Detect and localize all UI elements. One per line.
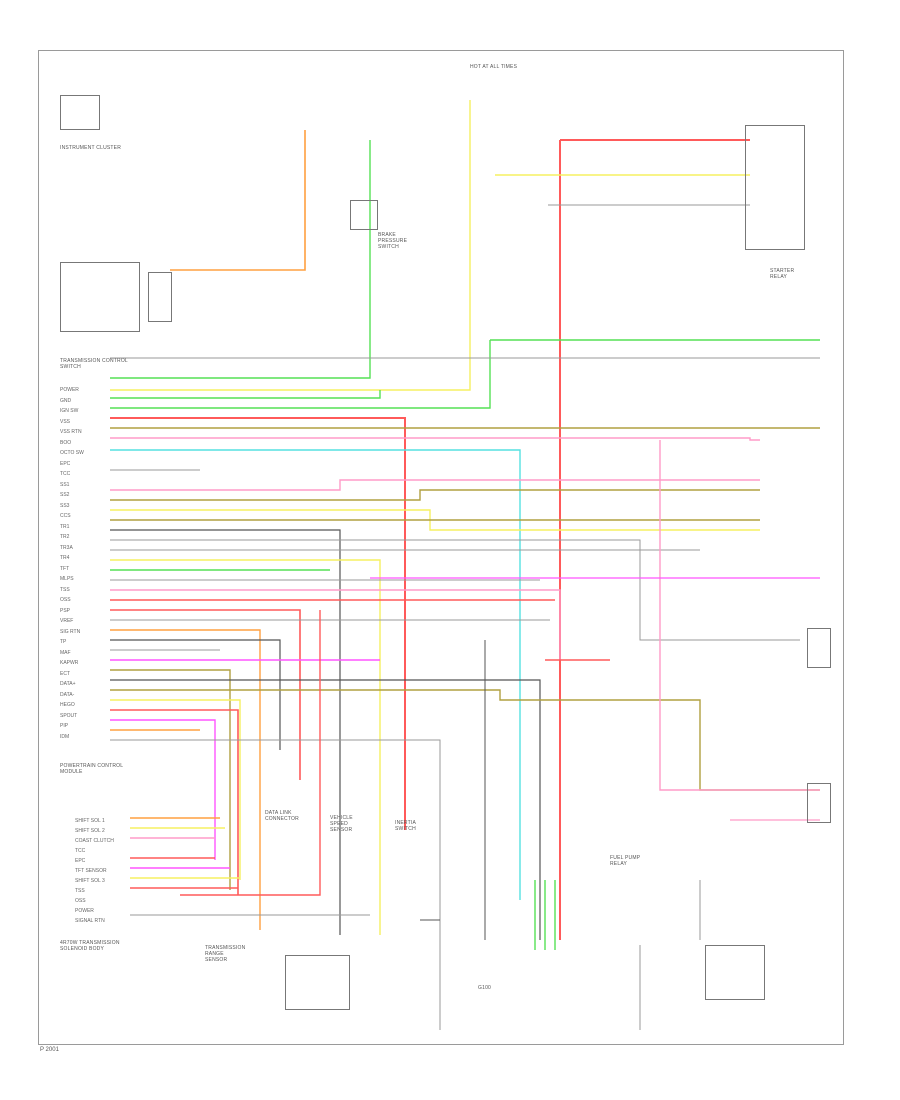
solenoid-pin: SHIFT SOL 3 — [75, 878, 105, 884]
pcm-label: POWERTRAIN CONTROL MODULE — [60, 763, 124, 775]
wire — [110, 679, 541, 940]
pcm-pin: OSS — [60, 597, 71, 603]
pcm-pin: EPC — [60, 460, 71, 467]
wire — [110, 629, 261, 930]
wire — [110, 417, 406, 830]
wire — [110, 437, 760, 441]
solenoid-pin: TSS — [75, 888, 85, 894]
pcm-pin: SS2 — [60, 492, 70, 498]
trans-range-sensor-label: TRANSMISSION RANGE SENSOR — [205, 945, 246, 963]
wire — [110, 529, 341, 935]
wire — [534, 880, 556, 950]
inertia-switch-label: INERTIA SWITCH — [395, 820, 417, 832]
solenoid-pin: COAST CLUTCH — [75, 838, 114, 844]
wire — [110, 719, 216, 860]
pcm-pin: TR1 — [60, 523, 70, 530]
brake-switch-label: BRAKE PRESSURE SWITCH — [378, 232, 408, 250]
trans-range-sensor-box — [285, 955, 350, 1010]
pcm-pin: VSS RTN — [60, 429, 82, 435]
solenoid-pin: TFT SENSOR — [75, 868, 107, 874]
vss-label: VEHICLE SPEED SENSOR — [330, 815, 353, 833]
pcm-pin: ECT — [60, 670, 70, 677]
pcm-pin: IGN SW — [60, 408, 79, 414]
cluster-box — [60, 95, 100, 130]
wire — [110, 739, 441, 1030]
brake-switch-box — [350, 200, 378, 230]
tr-switch-connector — [148, 272, 172, 322]
wire — [110, 709, 239, 895]
wire — [110, 449, 521, 900]
pcm-pin: KAPWR — [60, 660, 79, 666]
pcm-pin: TR3A — [60, 544, 73, 551]
pcm-pin: MAF — [60, 649, 71, 656]
pcm-pin: POWER — [60, 387, 79, 393]
data-link-label: DATA LINK CONNECTOR — [265, 810, 299, 822]
wire — [639, 880, 701, 1030]
wire — [659, 440, 820, 791]
pcm-pin: HEGO — [60, 702, 75, 708]
pcm-pin: BOO — [60, 439, 72, 446]
pcm-pin: OCTO SW — [60, 450, 84, 456]
instrument-cluster-label: INSTRUMENT CLUSTER — [60, 145, 122, 151]
pcm-pin: PSP — [60, 607, 71, 614]
wire — [110, 639, 281, 750]
fuse-panel-label: HOT AT ALL TIMES — [470, 64, 518, 70]
wire — [110, 489, 760, 501]
pcm-pin: TSS — [60, 586, 70, 593]
wire — [110, 479, 760, 491]
pcm-pin: TR2 — [60, 534, 70, 540]
pcm-pin: IDM — [60, 733, 70, 740]
wire — [110, 559, 381, 935]
connector-c2 — [807, 783, 831, 823]
wire — [110, 140, 371, 379]
pcm-pin: SS1 — [60, 481, 70, 488]
pcm-pin: SPOUT — [60, 712, 78, 719]
pcm-pin: VSS — [60, 418, 71, 425]
starter-relay-label: STARTER RELAY — [770, 268, 795, 280]
pcm-pin: DATA+ — [60, 681, 76, 687]
pcm-pin: TCC — [60, 471, 71, 477]
solenoid-pin: TCC — [75, 848, 86, 854]
wire — [110, 609, 301, 780]
pcm-pin: CCS — [60, 513, 71, 519]
wire — [110, 539, 800, 641]
pcm-pin: MLPS — [60, 576, 74, 582]
wire — [110, 699, 241, 880]
wire — [110, 390, 381, 399]
wire — [110, 589, 561, 660]
wire — [180, 610, 321, 896]
solenoid-pin: EPC — [75, 858, 86, 864]
fuel-pump-relay-label: FUEL PUMP RELAY — [610, 855, 641, 867]
connector-c1 — [807, 628, 831, 668]
pcm-pin: TP — [60, 639, 67, 645]
pcm-pin: PIP — [60, 723, 69, 729]
fuel-pump-relay-box — [705, 945, 765, 1000]
wire — [170, 130, 306, 271]
wire — [110, 339, 820, 409]
pcm-pin: TFT — [60, 565, 70, 572]
solenoid-pin: SHIFT SOL 2 — [75, 828, 105, 834]
wire — [110, 669, 231, 890]
footer-code: P 2001 — [40, 1047, 59, 1053]
pcm-pin: TR4 — [60, 555, 70, 561]
pcm-pin: GND — [60, 397, 72, 404]
solenoid-pin: SIGNAL RTN — [75, 918, 105, 924]
solenoid-pin: POWER — [75, 908, 94, 914]
pcm-pin: SIG RTN — [60, 628, 81, 635]
solenoid-pin: SHIFT SOL 1 — [75, 818, 105, 824]
solenoid-pin: OSS — [75, 898, 86, 904]
pcm-pin: DATA- — [60, 691, 75, 698]
solenoid-pack-label: 4R70W TRANSMISSION SOLENOID BODY — [60, 940, 120, 952]
diagram-frame — [38, 50, 844, 1045]
wire — [110, 100, 471, 391]
tr-sensor-label: TRANSMISSION CONTROL SWITCH — [60, 358, 128, 370]
pcm-pin: SS3 — [60, 502, 70, 509]
ground-label: G100 — [478, 985, 492, 991]
starter-relay-box — [745, 125, 805, 250]
tr-switch-box — [60, 262, 140, 332]
pcm-pin: VREF — [60, 618, 74, 624]
